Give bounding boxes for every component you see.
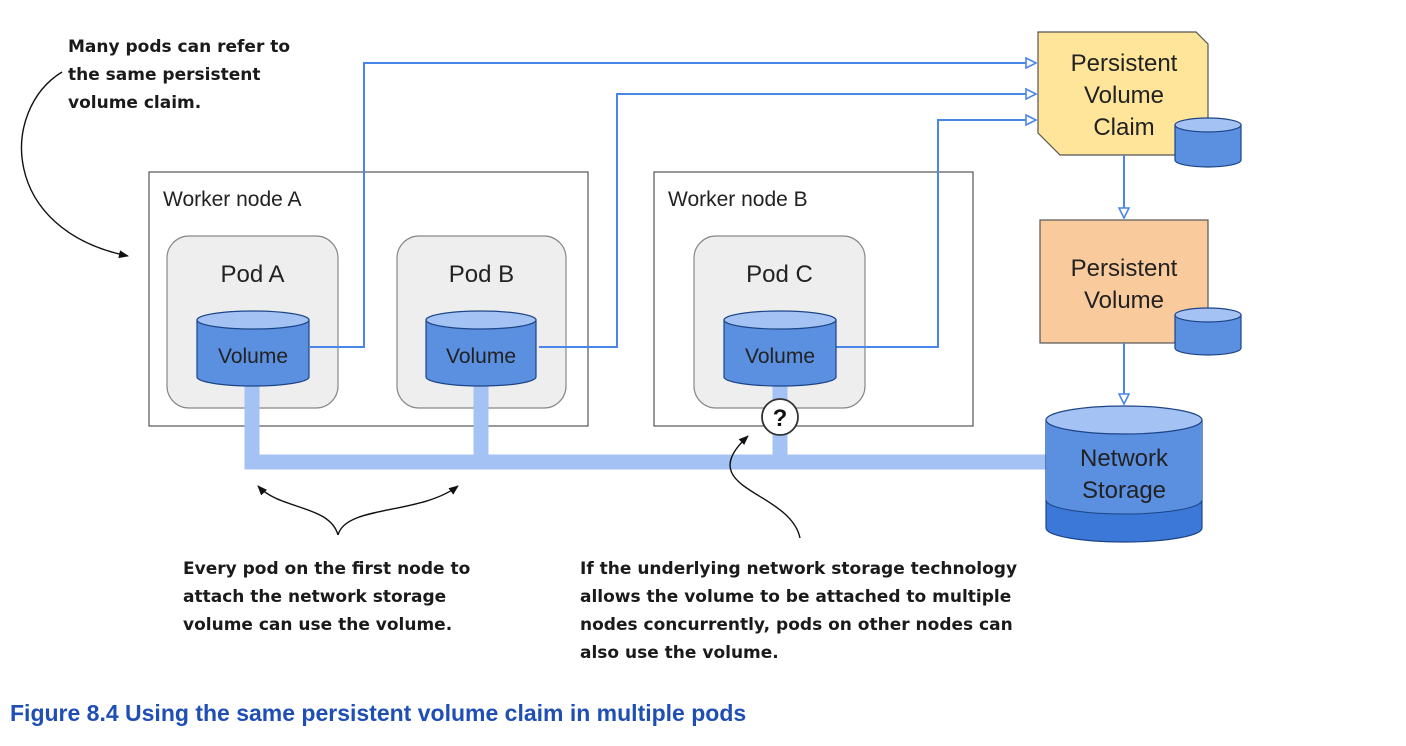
network-storage: Network Storage bbox=[1045, 405, 1203, 543]
pvc-label-line-3: Claim bbox=[1093, 114, 1154, 141]
pv-label-line-1: Persistent bbox=[1071, 255, 1178, 282]
storage-label-line-1: Network bbox=[1080, 445, 1169, 472]
volume-label-pod-a: Volume bbox=[218, 345, 288, 368]
left-note-line-3: volume can use the volume. bbox=[183, 615, 453, 635]
pod-a-label: Pod A bbox=[220, 261, 284, 288]
reference-line-pod-a bbox=[310, 63, 1036, 348]
storage-label-line-2: Storage bbox=[1082, 477, 1166, 504]
left-note-arrow-a bbox=[257, 485, 339, 536]
top-note-arrow bbox=[20, 71, 129, 259]
pod-b-label: Pod B bbox=[449, 261, 514, 288]
pv-volume-icon bbox=[1174, 307, 1242, 356]
annotation-arrows bbox=[20, 71, 801, 539]
figure-caption: Figure 8.4 Using the same persistent vol… bbox=[10, 700, 747, 726]
pvc-volume-icon bbox=[1174, 117, 1242, 168]
claim-references bbox=[310, 63, 1036, 348]
top-note-line-1: Many pods can refer to bbox=[68, 37, 291, 57]
pvc-label-line-2: Volume bbox=[1084, 82, 1164, 109]
persistent-volume-claim: Persistent Volume Claim bbox=[1037, 31, 1242, 168]
top-note: Many pods can refer to the same persiste… bbox=[68, 33, 290, 117]
right-note-line-3: nodes concurrently, pods on other nodes … bbox=[580, 615, 1013, 635]
pvc-label-line-1: Persistent bbox=[1071, 50, 1178, 77]
left-note: Every pod on the first node to attach th… bbox=[183, 555, 470, 639]
volume-pod-c: Volume bbox=[723, 310, 837, 387]
left-note-line-1: Every pod on the first node to bbox=[183, 559, 471, 579]
volume-label-pod-b: Volume bbox=[446, 345, 516, 368]
volume-label-pod-c: Volume bbox=[745, 345, 815, 368]
top-note-line-3: volume claim. bbox=[68, 93, 202, 113]
worker-node-a-label: Worker node A bbox=[163, 188, 302, 211]
right-note-line-1: If the underlying network storage techno… bbox=[580, 559, 1018, 579]
volume-pod-a: Volume bbox=[196, 310, 310, 387]
top-note-line-2: the same persistent bbox=[68, 65, 261, 85]
volume-pod-b: Volume bbox=[425, 310, 537, 387]
reference-line-pod-b bbox=[539, 94, 1036, 348]
right-note: If the underlying network storage techno… bbox=[580, 555, 1017, 667]
pv-label-line-2: Volume bbox=[1084, 287, 1164, 314]
persistent-volume: Persistent Volume bbox=[1039, 219, 1242, 356]
question-mark: ? bbox=[773, 405, 788, 432]
left-note-arrow-b bbox=[337, 485, 459, 536]
pod-c-label: Pod C bbox=[746, 261, 813, 288]
question-badge: ? bbox=[761, 398, 799, 436]
reference-line-pod-c bbox=[836, 120, 1036, 348]
left-note-line-2: attach the network storage bbox=[183, 587, 447, 607]
right-note-line-2: allows the volume to be attached to mult… bbox=[580, 587, 1012, 607]
right-note-line-4: also use the volume. bbox=[580, 643, 779, 663]
right-note-arrow bbox=[729, 435, 801, 539]
worker-node-b-label: Worker node B bbox=[668, 188, 808, 211]
